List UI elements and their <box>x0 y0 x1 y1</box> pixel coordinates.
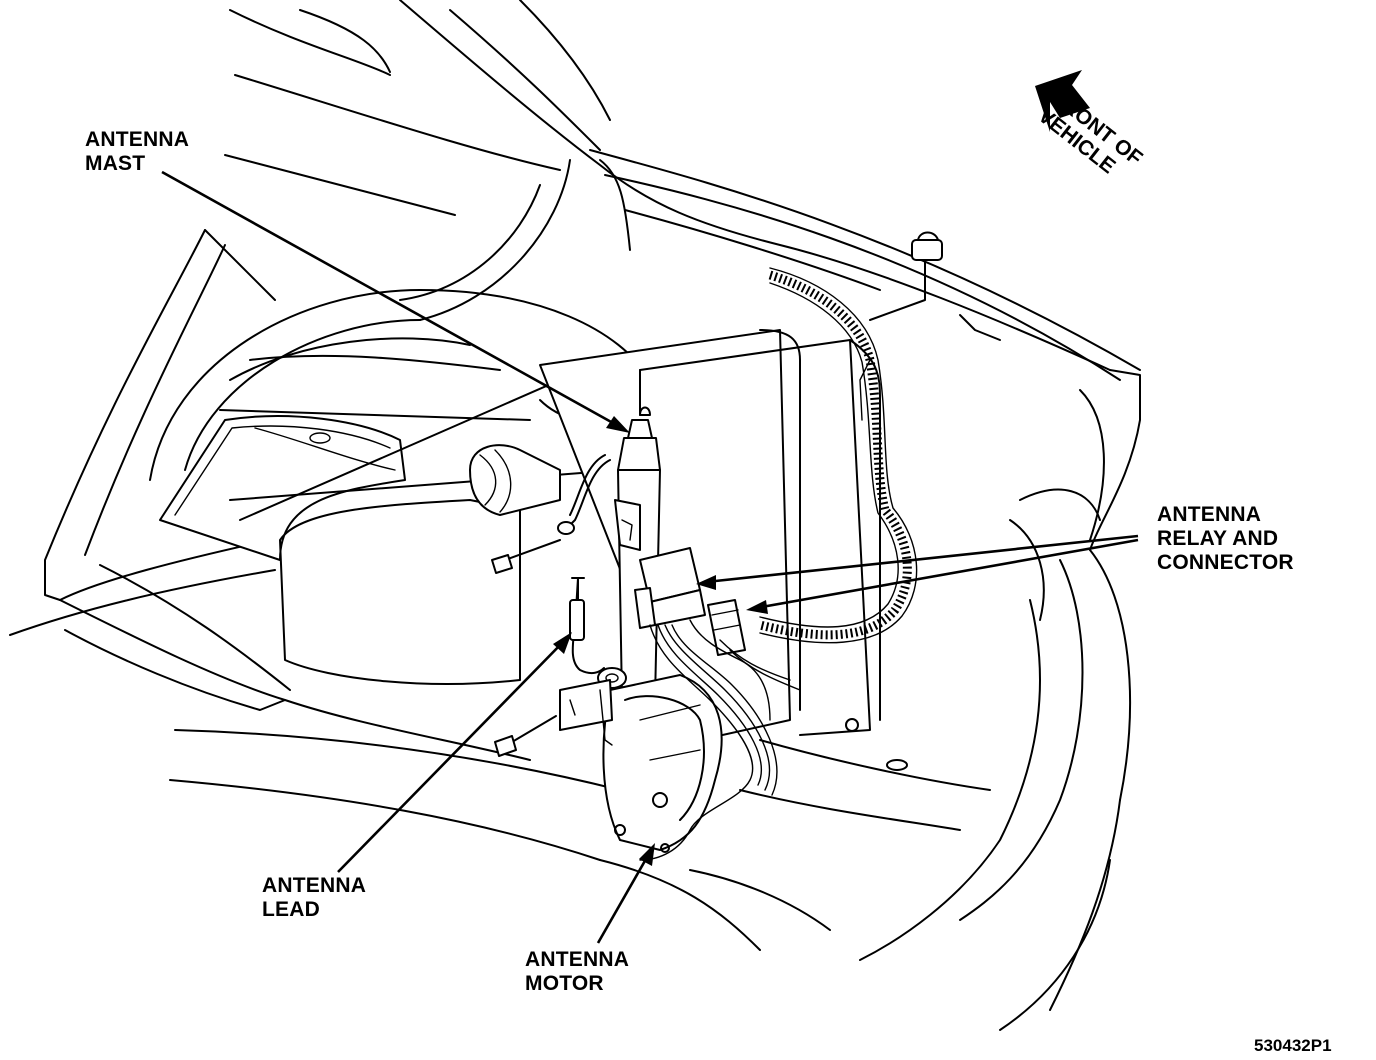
leader-antenna-relay-2 <box>755 538 1139 610</box>
arrowhead-antenna-relay-2 <box>746 600 768 614</box>
figure-code: 530432P1 <box>1254 1036 1332 1055</box>
label-antenna-motor: ANTENNA MOTOR <box>525 948 630 995</box>
leader-antenna-lead <box>337 639 566 873</box>
wiring-harness <box>758 267 918 644</box>
antenna-assembly <box>491 369 801 861</box>
arrowhead-antenna-lead <box>553 632 572 654</box>
leader-antenna-relay-1 <box>705 534 1139 584</box>
front-arrow-icon <box>1035 70 1090 132</box>
arrowhead-antenna-relay-1 <box>696 575 716 590</box>
leader-antenna-motor <box>596 851 652 944</box>
label-antenna-lead: ANTENNA LEAD <box>262 874 367 921</box>
label-antenna-relay-and-connector: ANTENNA RELAY AND CONNECTOR <box>1157 503 1294 574</box>
front-direction-arrow <box>1035 70 1090 132</box>
label-antenna-mast: ANTENNA MAST <box>85 128 190 175</box>
car-body <box>9 0 1141 1031</box>
leader-lines <box>161 170 1139 944</box>
arrowhead-antenna-motor <box>639 843 655 866</box>
leader-antenna-mast <box>161 170 623 430</box>
arrowhead-antenna-mast <box>606 416 630 433</box>
